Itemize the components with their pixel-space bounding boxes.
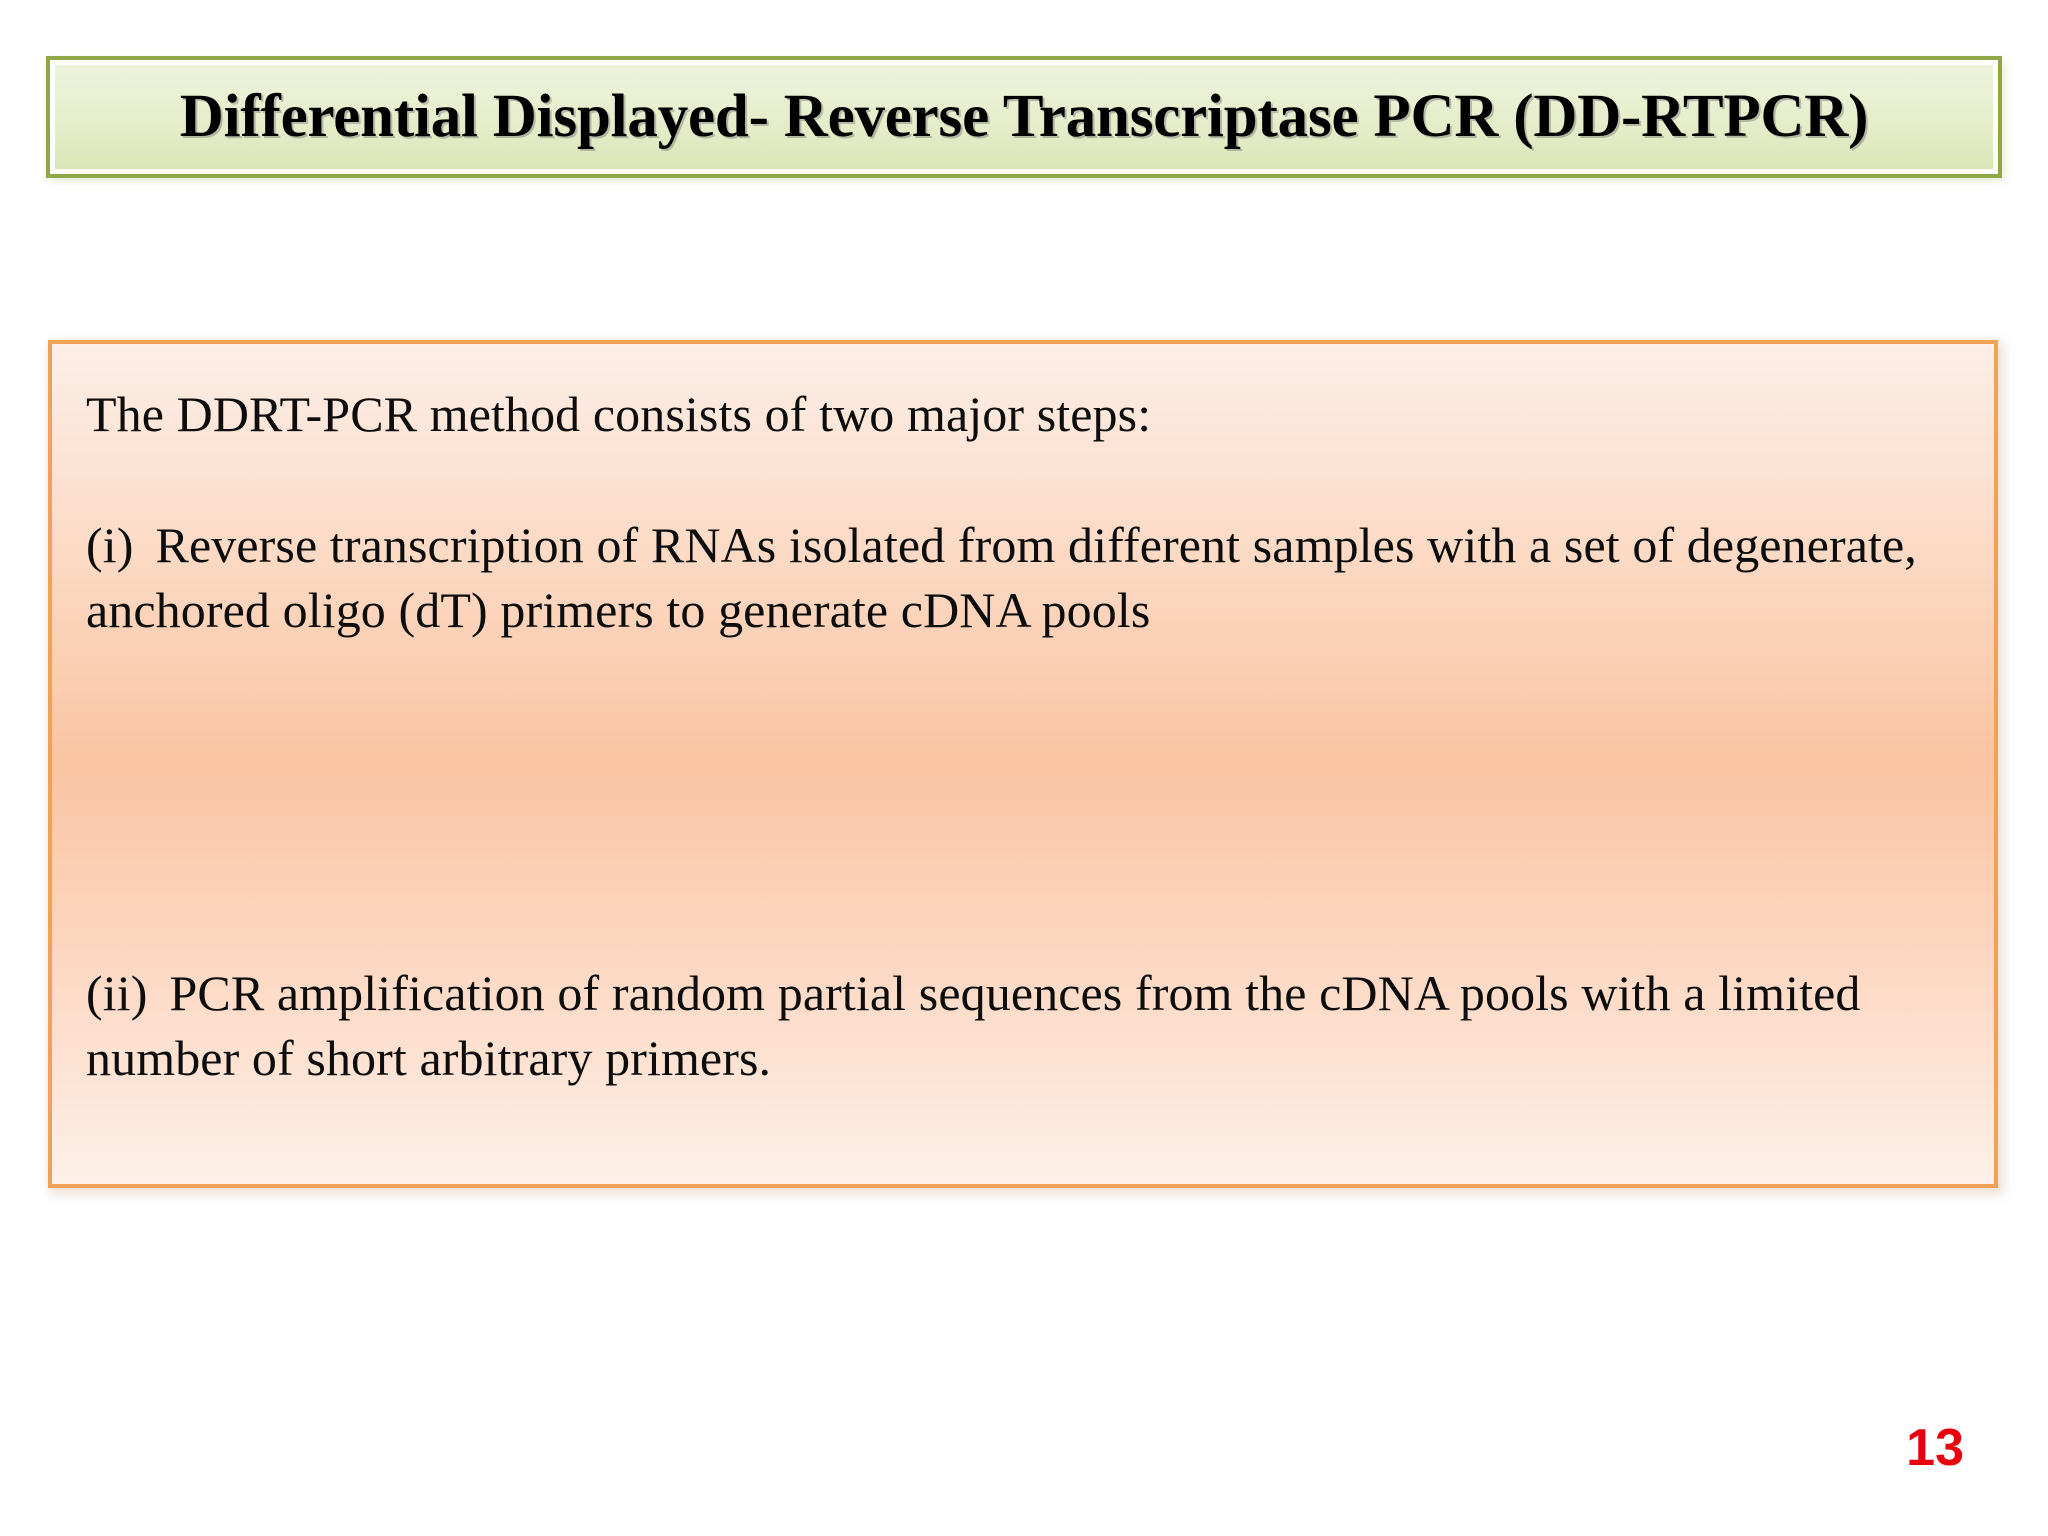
paragraph-step-1-text: Reverse transcription of RNAs isolated f… <box>86 517 1917 638</box>
paragraph-step-2: (ii)PCR amplification of random partial … <box>86 961 1954 1091</box>
paragraph-intro-text: The DDRT-PCR method consists of two majo… <box>86 386 1152 442</box>
slide-content-box: The DDRT-PCR method consists of two majo… <box>48 340 1998 1188</box>
paragraph-intro: The DDRT-PCR method consists of two majo… <box>86 382 1954 447</box>
paragraph-step-2-text: PCR amplification of random partial sequ… <box>86 965 1861 1086</box>
paragraph-step-1-marker: (i) <box>86 517 134 573</box>
paragraph-step-1: (i)Reverse transcription of RNAs isolate… <box>86 513 1954 643</box>
page-number: 13 <box>1906 1419 1964 1477</box>
paragraph-step-2-marker: (ii) <box>86 965 148 1021</box>
slide-title-banner: Differential Displayed- Reverse Transcri… <box>50 60 1998 174</box>
page-title: Differential Displayed- Reverse Transcri… <box>179 82 1869 150</box>
